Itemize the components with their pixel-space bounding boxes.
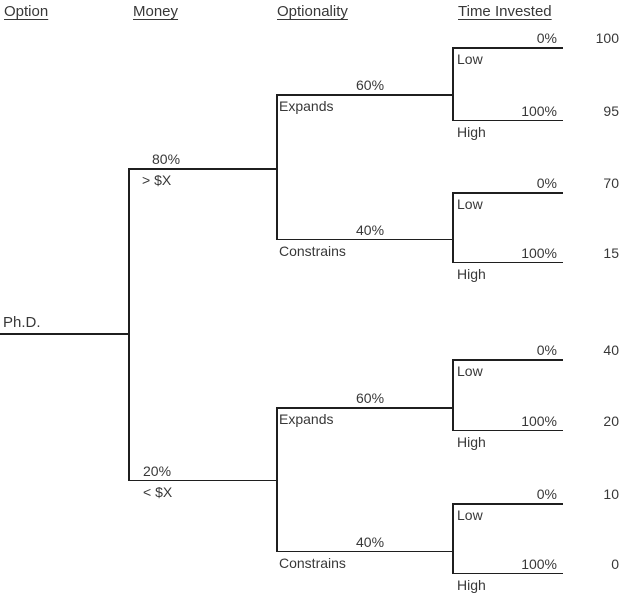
outcome-value-2: 95 — [603, 103, 619, 119]
optionality-low-constrains-branch-line — [276, 550, 453, 552]
money-low-label: < $X — [143, 484, 173, 500]
optionality-low-expands-probability: 60% — [356, 390, 385, 406]
column-header-optionality: Optionality — [277, 3, 348, 20]
time-fork-2-high-label: High — [457, 266, 486, 282]
time-fork-2-low-branch-line — [452, 192, 563, 194]
time-fork-3-high-probability: 100% — [521, 413, 557, 429]
money-low-branch-line — [128, 479, 277, 481]
root-branch-line — [0, 333, 129, 335]
time-fork-2-high-branch-line — [452, 261, 563, 263]
time-fork-1-high-branch-line — [452, 119, 563, 121]
outcome-value-5: 40 — [603, 342, 619, 358]
optionality-low-fork-line — [276, 407, 278, 552]
time-fork-2-low-label: Low — [457, 196, 483, 212]
money-fork-line — [128, 168, 130, 481]
time-fork-1-low-branch-line — [452, 47, 563, 49]
time-fork-1-low-probability: 0% — [536, 30, 557, 46]
optionality-low-expands-label: Expands — [279, 411, 334, 427]
time-fork-3-high-label: High — [457, 434, 486, 450]
time-fork-2-line — [452, 192, 454, 263]
optionality-high-expands-probability: 60% — [356, 77, 385, 93]
time-fork-4-high-label: High — [457, 577, 486, 593]
time-fork-4-high-branch-line — [452, 572, 563, 574]
time-fork-3-low-probability: 0% — [536, 342, 557, 358]
optionality-high-constrains-branch-line — [276, 238, 453, 240]
outcome-value-7: 10 — [603, 486, 619, 502]
optionality-high-constrains-label: Constrains — [279, 243, 346, 259]
optionality-low-constrains-label: Constrains — [279, 555, 346, 571]
outcome-value-1: 100 — [595, 30, 619, 46]
column-header-money: Money — [133, 3, 179, 20]
column-header-time-invested: Time Invested — [458, 3, 552, 20]
root-node-label: Ph.D. — [3, 314, 41, 331]
outcome-value-8: 0 — [611, 556, 619, 572]
time-fork-3-low-label: Low — [457, 363, 483, 379]
time-fork-2-high-probability: 100% — [521, 245, 557, 261]
time-fork-2-low-probability: 0% — [536, 175, 557, 191]
time-fork-4-line — [452, 503, 454, 574]
optionality-low-expands-branch-line — [276, 407, 453, 409]
time-fork-3-line — [452, 359, 454, 431]
optionality-low-constrains-probability: 40% — [356, 534, 385, 550]
money-high-probability: 80% — [152, 151, 181, 167]
time-fork-3-high-branch-line — [452, 429, 563, 431]
outcome-value-3: 70 — [603, 175, 619, 191]
time-fork-4-high-probability: 100% — [521, 556, 557, 572]
optionality-high-expands-label: Expands — [279, 98, 334, 114]
column-header-option: Option — [4, 3, 49, 20]
time-fork-3-low-branch-line — [452, 359, 563, 361]
time-fork-4-low-branch-line — [452, 503, 563, 505]
outcome-value-6: 20 — [603, 413, 619, 429]
time-fork-1-high-label: High — [457, 124, 486, 140]
time-fork-4-low-label: Low — [457, 507, 483, 523]
optionality-high-expands-branch-line — [276, 94, 453, 96]
money-high-branch-line — [128, 168, 277, 170]
time-fork-1-line — [452, 47, 454, 121]
time-fork-4-low-probability: 0% — [536, 486, 557, 502]
time-fork-1-low-label: Low — [457, 51, 483, 67]
optionality-high-fork-line — [276, 94, 278, 240]
optionality-high-constrains-probability: 40% — [356, 222, 385, 238]
money-low-probability: 20% — [143, 463, 172, 479]
outcome-value-4: 15 — [603, 245, 619, 261]
time-fork-1-high-probability: 100% — [521, 103, 557, 119]
money-high-label: > $X — [142, 172, 172, 188]
